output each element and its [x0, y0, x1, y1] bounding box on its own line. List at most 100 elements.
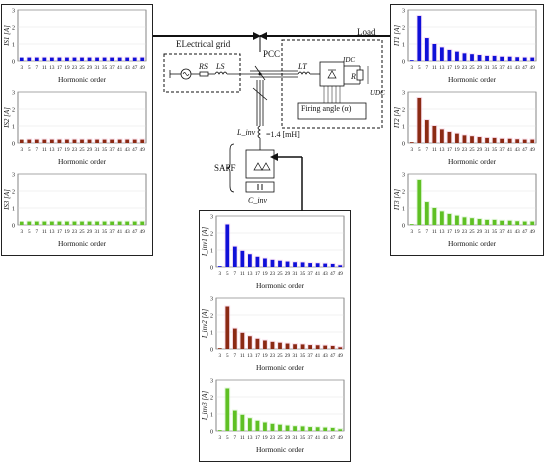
bar: [462, 135, 467, 143]
x-tick-label: 19: [64, 147, 70, 153]
x-tick-label: 5: [418, 147, 421, 153]
bar: [409, 224, 414, 225]
bar: [80, 57, 84, 61]
y-tick-label: 3: [12, 9, 15, 15]
x-tick-label: 43: [323, 435, 329, 441]
load-box: [281, 39, 383, 129]
x-tick-label: 31: [94, 65, 100, 71]
x-tick-label: 3: [218, 353, 221, 359]
x-tick-label: 47: [132, 229, 138, 235]
bar: [470, 136, 474, 143]
bar: [338, 265, 343, 267]
bar: [110, 139, 114, 143]
x-tick-label: 47: [522, 65, 528, 71]
idc-label: IDC: [343, 56, 356, 64]
x-tick-label: 3: [20, 229, 23, 235]
bar: [57, 57, 62, 61]
load-title: Load: [357, 27, 376, 37]
x-tick-label: 17: [255, 353, 261, 359]
bar: [477, 137, 482, 143]
bar: [424, 120, 429, 143]
x-tick-label: 19: [262, 271, 268, 277]
x-tick-label: 41: [315, 271, 321, 277]
bar: [270, 341, 275, 349]
x-tick-label: 49: [530, 65, 536, 71]
x-tick-label: 3: [218, 271, 221, 277]
bar: [217, 430, 222, 431]
y-tick-label: 3: [12, 91, 15, 97]
bar: [500, 56, 504, 61]
x-tick-label: 7: [36, 65, 39, 71]
bar: [248, 254, 252, 267]
y-tick-label: 3: [210, 215, 213, 221]
x-tick-label: 13: [49, 147, 55, 153]
bar: [315, 263, 320, 267]
bar: [278, 342, 282, 349]
y-axis-label: IS3 [A]: [4, 189, 11, 211]
x-tick-label: 17: [447, 65, 453, 71]
x-tick-label: 25: [469, 65, 475, 71]
y-axis-label: IS2 [A]: [4, 107, 11, 129]
plot-frame: [17, 91, 147, 144]
x-tick-label: 31: [484, 229, 490, 235]
x-tick-label: 37: [110, 229, 116, 235]
x-tick-label: 11: [42, 229, 47, 235]
x-tick-label: 29: [87, 229, 93, 235]
x-tick-label: 7: [426, 65, 429, 71]
bar: [432, 44, 437, 61]
bar: [462, 53, 467, 61]
bar: [232, 246, 237, 267]
x-tick-label: 47: [132, 147, 138, 153]
linv-value: =1.4 [mH]: [266, 130, 300, 139]
bar: [65, 221, 69, 225]
bar: [455, 215, 459, 225]
resistor-rs: [199, 71, 209, 77]
y-axis-label: IT2 [A]: [394, 107, 401, 129]
x-tick-label: 25: [79, 229, 85, 235]
x-tick-label: 29: [87, 147, 93, 153]
x-tick-label: 31: [292, 353, 298, 359]
bar: [338, 429, 343, 431]
x-tick-label: 31: [94, 147, 100, 153]
x-tick-label: 35: [300, 353, 306, 359]
y-axis-label: IT3 [A]: [394, 189, 401, 211]
y-tick-label: 3: [402, 9, 405, 15]
y-axis-label: IS1 [A]: [4, 25, 11, 47]
bar: [515, 57, 520, 61]
x-tick-label: 23: [462, 147, 468, 153]
x-tick-label: 47: [330, 353, 336, 359]
x-tick-label: 25: [277, 435, 283, 441]
bar: [447, 131, 452, 143]
x-tick-label: 47: [522, 229, 528, 235]
bar: [285, 343, 290, 349]
bar: [80, 221, 84, 225]
bar: [132, 221, 137, 225]
x-tick-label: 49: [338, 353, 344, 359]
x-tick-label: 47: [132, 65, 138, 71]
y-tick-label: 0: [402, 142, 405, 148]
bar: [530, 221, 535, 225]
bar: [515, 221, 520, 225]
x-tick-label: 13: [49, 229, 55, 235]
bar: [270, 423, 275, 431]
bar: [50, 221, 54, 225]
rs-label: RS: [199, 62, 208, 71]
x-tick-label: 13: [49, 65, 55, 71]
x-tick-label: 13: [439, 147, 445, 153]
y-axis-label: I_inv3 [A]: [202, 391, 209, 422]
bar: [217, 348, 222, 349]
grid-title: ELectrical grid: [176, 39, 231, 49]
bar: [485, 137, 489, 143]
y-tick-label: 2: [12, 190, 15, 196]
cinv-label: C_inv: [248, 196, 268, 205]
bar: [338, 347, 343, 349]
y-tick-label: 2: [210, 396, 213, 402]
x-tick-label: 25: [79, 65, 85, 71]
bar: [440, 129, 444, 143]
linv-label: L_inv: [237, 128, 256, 137]
bar: [447, 213, 452, 225]
bar: [42, 221, 47, 225]
bar: [315, 345, 320, 349]
bar: [492, 137, 497, 143]
